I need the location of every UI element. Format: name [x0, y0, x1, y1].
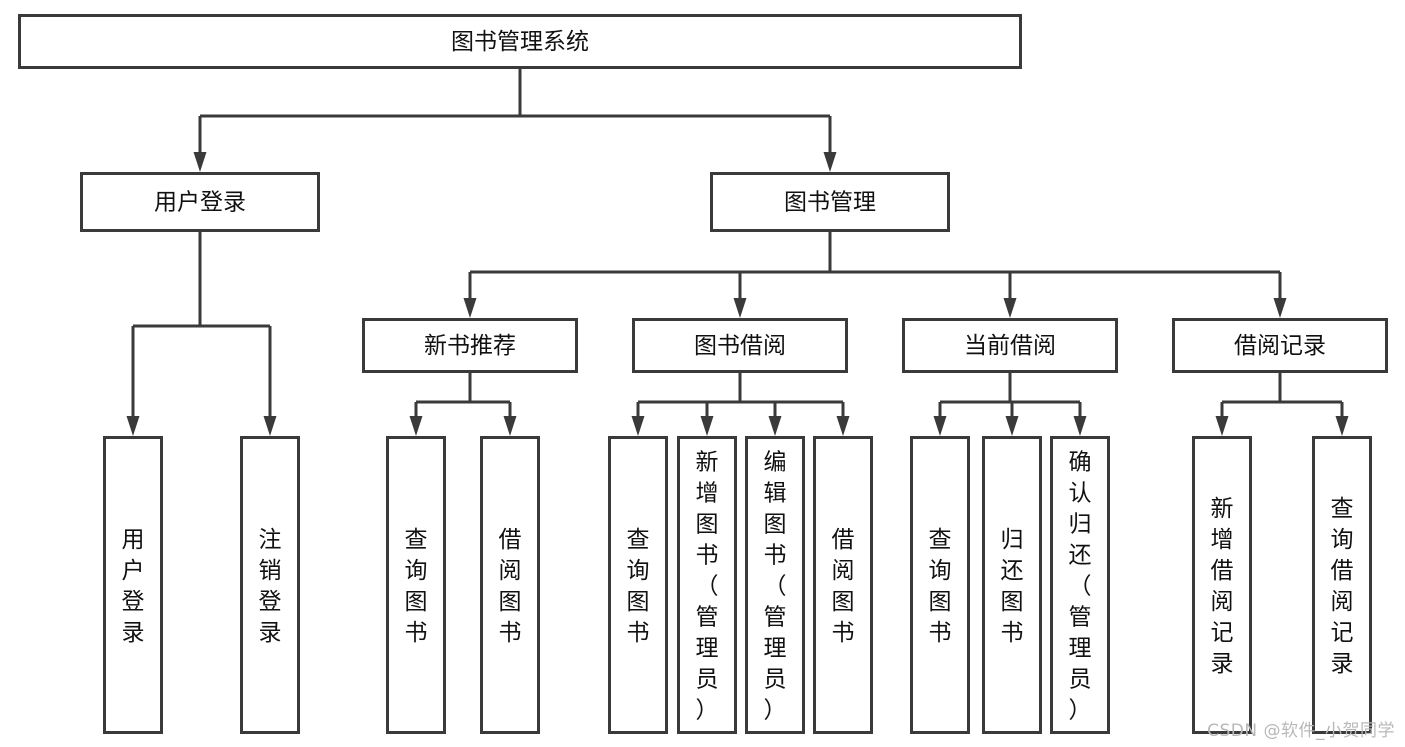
node-label: 查询图书 — [627, 527, 650, 646]
node-box — [745, 436, 805, 734]
node-label: 归还图书 — [1001, 527, 1024, 646]
node-box — [1050, 436, 1110, 734]
node-box — [910, 436, 970, 734]
node-leaf-user-login[interactable]: 用户登录 — [103, 436, 163, 734]
node-borrow-record[interactable]: 借阅记录 — [1172, 318, 1388, 373]
arrow-head-icon — [933, 416, 947, 436]
node-leaf-borrow-book-1[interactable]: 借阅图书 — [480, 436, 540, 734]
node-current-borrow[interactable]: 当前借阅 — [902, 318, 1118, 373]
node-leaf-query-record[interactable]: 查询借阅记录 — [1312, 436, 1372, 734]
node-label: 新增借阅记录 — [1211, 496, 1234, 677]
node-label: 确认归还（管理员） — [1069, 450, 1092, 724]
node-label: 借阅记录 — [1234, 333, 1326, 359]
node-label: 用户登录 — [122, 527, 145, 646]
node-box — [386, 436, 446, 734]
arrow-head-icon — [1335, 416, 1349, 436]
node-box — [1172, 318, 1388, 373]
arrow-head-icon — [1215, 416, 1229, 436]
arrow-head-icon — [768, 416, 782, 436]
node-leaf-query-book-1[interactable]: 查询图书 — [386, 436, 446, 734]
node-user-login[interactable]: 用户登录 — [80, 172, 320, 232]
arrow-head-icon — [1273, 298, 1287, 318]
node-label: 注销登录 — [259, 527, 282, 646]
arrow-head-icon — [1005, 416, 1019, 436]
node-box — [632, 318, 848, 373]
node-leaf-return-book[interactable]: 归还图书 — [982, 436, 1042, 734]
node-leaf-edit-book[interactable]: 编辑图书（管理员） — [745, 436, 805, 734]
arrow-head-icon — [631, 416, 645, 436]
node-leaf-add-record[interactable]: 新增借阅记录 — [1192, 436, 1252, 734]
node-box — [362, 318, 578, 373]
arrow-head-icon — [733, 298, 747, 318]
node-box — [710, 172, 950, 232]
node-leaf-confirm-return[interactable]: 确认归还（管理员） — [1050, 436, 1110, 734]
arrow-head-icon — [1003, 298, 1017, 318]
node-label: 借阅图书 — [832, 527, 855, 646]
arrow-head-icon — [126, 416, 140, 436]
node-leaf-borrow-book-2[interactable]: 借阅图书 — [813, 436, 873, 734]
node-book-manage[interactable]: 图书管理 — [710, 172, 950, 232]
arrow-head-icon — [823, 152, 837, 172]
node-label: 用户登录 — [154, 190, 246, 216]
arrow-head-icon — [193, 152, 207, 172]
node-box — [480, 436, 540, 734]
arrow-head-icon — [463, 298, 477, 318]
node-box — [18, 14, 1022, 69]
node-leaf-query-book-2[interactable]: 查询图书 — [608, 436, 668, 734]
node-box — [902, 318, 1118, 373]
node-root[interactable]: 图书管理系统 — [18, 14, 1022, 69]
node-label: 图书管理 — [784, 190, 876, 216]
node-label: 图书借阅 — [694, 333, 786, 359]
node-box — [982, 436, 1042, 734]
arrow-head-icon — [503, 416, 517, 436]
node-label: 查询图书 — [405, 527, 428, 646]
node-label: 借阅图书 — [499, 527, 522, 646]
node-box — [677, 436, 737, 734]
node-box — [103, 436, 163, 734]
node-label: 查询图书 — [929, 527, 952, 646]
node-label: 图书管理系统 — [451, 29, 589, 55]
arrow-head-icon — [1073, 416, 1087, 436]
node-leaf-user-logout[interactable]: 注销登录 — [240, 436, 300, 734]
node-label: 查询借阅记录 — [1331, 496, 1354, 677]
node-box — [80, 172, 320, 232]
node-label: 新增图书（管理员） — [696, 450, 719, 724]
node-leaf-query-book-3[interactable]: 查询图书 — [910, 436, 970, 734]
nodes-layer: 图书管理系统用户登录图书管理新书推荐图书借阅当前借阅借阅记录用户登录注销登录查询… — [18, 14, 1388, 734]
node-label: 新书推荐 — [424, 333, 516, 359]
node-new-book-rec[interactable]: 新书推荐 — [362, 318, 578, 373]
node-leaf-add-book[interactable]: 新增图书（管理员） — [677, 436, 737, 734]
arrow-head-icon — [263, 416, 277, 436]
node-box — [813, 436, 873, 734]
node-box — [608, 436, 668, 734]
arrow-head-icon — [700, 416, 714, 436]
node-label: 编辑图书（管理员） — [764, 450, 787, 724]
node-box — [240, 436, 300, 734]
node-label: 当前借阅 — [964, 333, 1056, 359]
arrow-head-icon — [836, 416, 850, 436]
node-box — [1192, 436, 1252, 734]
edges-layer — [126, 69, 1349, 436]
node-book-borrow[interactable]: 图书借阅 — [632, 318, 848, 373]
node-box — [1312, 436, 1372, 734]
arrow-head-icon — [409, 416, 423, 436]
